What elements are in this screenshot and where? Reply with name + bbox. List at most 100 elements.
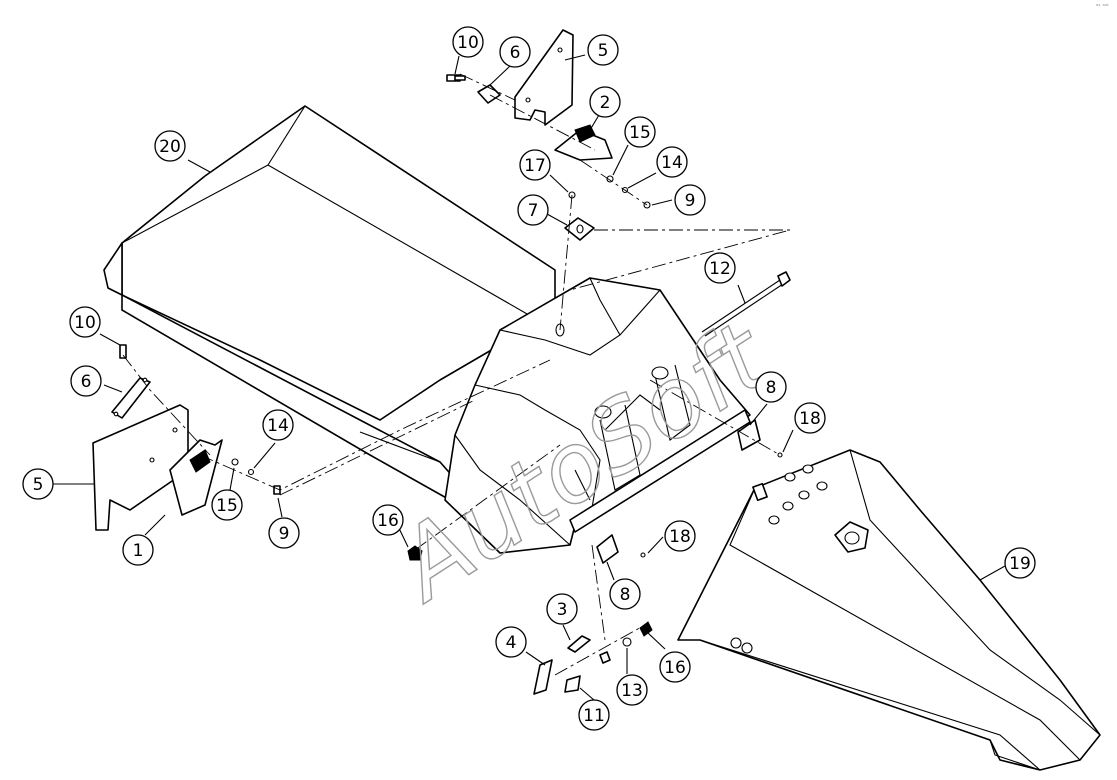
callout-1: 1 [122, 534, 154, 566]
callout-number: 18 [669, 527, 691, 547]
callout-number: 8 [620, 585, 631, 605]
callout-20: 20 [154, 130, 186, 162]
callout-circle [519, 149, 551, 181]
callout-circle [517, 194, 549, 226]
center-lines [122, 73, 791, 676]
part-6-top-plate [477, 84, 501, 104]
callout-number: 16 [377, 511, 399, 531]
callout-number: 6 [510, 43, 521, 63]
callout-15: 15 [211, 489, 243, 521]
callout-5: 5 [587, 34, 619, 66]
callout-circle [704, 252, 736, 284]
corner-logo: ᵃˢ ᵃᵘᵗ [1096, 3, 1109, 10]
part-12-long-bolt [701, 271, 791, 337]
callout-number: 18 [799, 409, 821, 429]
callout-circle [69, 306, 101, 338]
callout-number: 1 [133, 541, 144, 561]
part-5-left-plate [92, 404, 189, 531]
small-hardware [119, 74, 783, 695]
part-5-top-plate [514, 29, 574, 126]
callout-number: 9 [685, 191, 696, 211]
callout-13: 13 [616, 674, 648, 706]
callout-circle [372, 504, 404, 536]
callout-14: 14 [262, 409, 294, 441]
callout-3: 3 [546, 593, 578, 625]
callout-number: 6 [81, 372, 92, 392]
part-6-left-plate [111, 377, 151, 419]
callout-14: 14 [656, 146, 688, 178]
callout-circle [154, 130, 186, 162]
callout-circle [609, 578, 641, 610]
part-20-hood [103, 105, 556, 531]
callout-number: 15 [629, 123, 651, 143]
leader-lines [43, 54, 1006, 701]
callout-circle [664, 520, 696, 552]
callout-circle [616, 674, 648, 706]
callout-circle [674, 184, 706, 216]
callout-circle [22, 468, 54, 500]
callout-12: 12 [704, 252, 736, 284]
callout-circle [587, 34, 619, 66]
callout-number: 20 [159, 137, 181, 157]
callout-number: 2 [600, 93, 611, 113]
callout-6: 6 [70, 365, 102, 397]
callout-number: 13 [621, 681, 643, 701]
callout-10: 10 [452, 26, 484, 58]
callout-16: 16 [372, 504, 404, 536]
callout-number: 5 [598, 41, 609, 61]
callout-11: 11 [578, 699, 610, 731]
callout-number: 16 [664, 658, 686, 678]
part-19-nose-cone [677, 449, 1101, 771]
center-shield-assembly [444, 277, 751, 554]
callout-number: 17 [524, 156, 546, 176]
part-7-plate [564, 217, 595, 241]
callout-17: 17 [519, 149, 551, 181]
callout-8: 8 [755, 371, 787, 403]
callout-number: 10 [457, 33, 479, 53]
callout-circle [262, 409, 294, 441]
callout-circle [70, 365, 102, 397]
callout-number: 5 [33, 475, 44, 495]
callout-number: 4 [506, 633, 517, 653]
callout-6: 6 [499, 36, 531, 68]
callout-number: 10 [74, 313, 96, 333]
callout-circle [499, 36, 531, 68]
callout-10: 10 [69, 306, 101, 338]
callout-number: 15 [216, 496, 238, 516]
callout-number: 14 [661, 153, 683, 173]
callout-circle [268, 517, 300, 549]
callout-circle [1004, 547, 1036, 579]
callout-15: 15 [624, 116, 656, 148]
callout-circle [589, 86, 621, 118]
callout-number: 19 [1009, 554, 1031, 574]
callout-number: 9 [279, 524, 290, 544]
callout-4: 4 [495, 626, 527, 658]
callout-number: 8 [766, 378, 777, 398]
callout-circle [452, 26, 484, 58]
callout-number: 12 [709, 259, 731, 279]
callout-number: 3 [557, 600, 568, 620]
callout-9: 9 [268, 517, 300, 549]
callout-2: 2 [589, 86, 621, 118]
callout-7: 7 [517, 194, 549, 226]
callout-16: 16 [659, 651, 691, 683]
callout-18: 18 [794, 402, 826, 434]
callout-circle [659, 651, 691, 683]
callout-circle [211, 489, 243, 521]
callout-circle [624, 116, 656, 148]
callout-number: 7 [528, 201, 539, 221]
callout-18: 18 [664, 520, 696, 552]
part-2-hinge-bracket [554, 124, 613, 161]
callout-circle [755, 371, 787, 403]
callout-19: 19 [1004, 547, 1036, 579]
callout-circle [794, 402, 826, 434]
callout-circle [546, 593, 578, 625]
callout-circle [495, 626, 527, 658]
callout-number: 14 [267, 416, 289, 436]
callout-circle [122, 534, 154, 566]
callout-5: 5 [22, 468, 54, 500]
callout-circle [578, 699, 610, 731]
callout-8: 8 [609, 578, 641, 610]
